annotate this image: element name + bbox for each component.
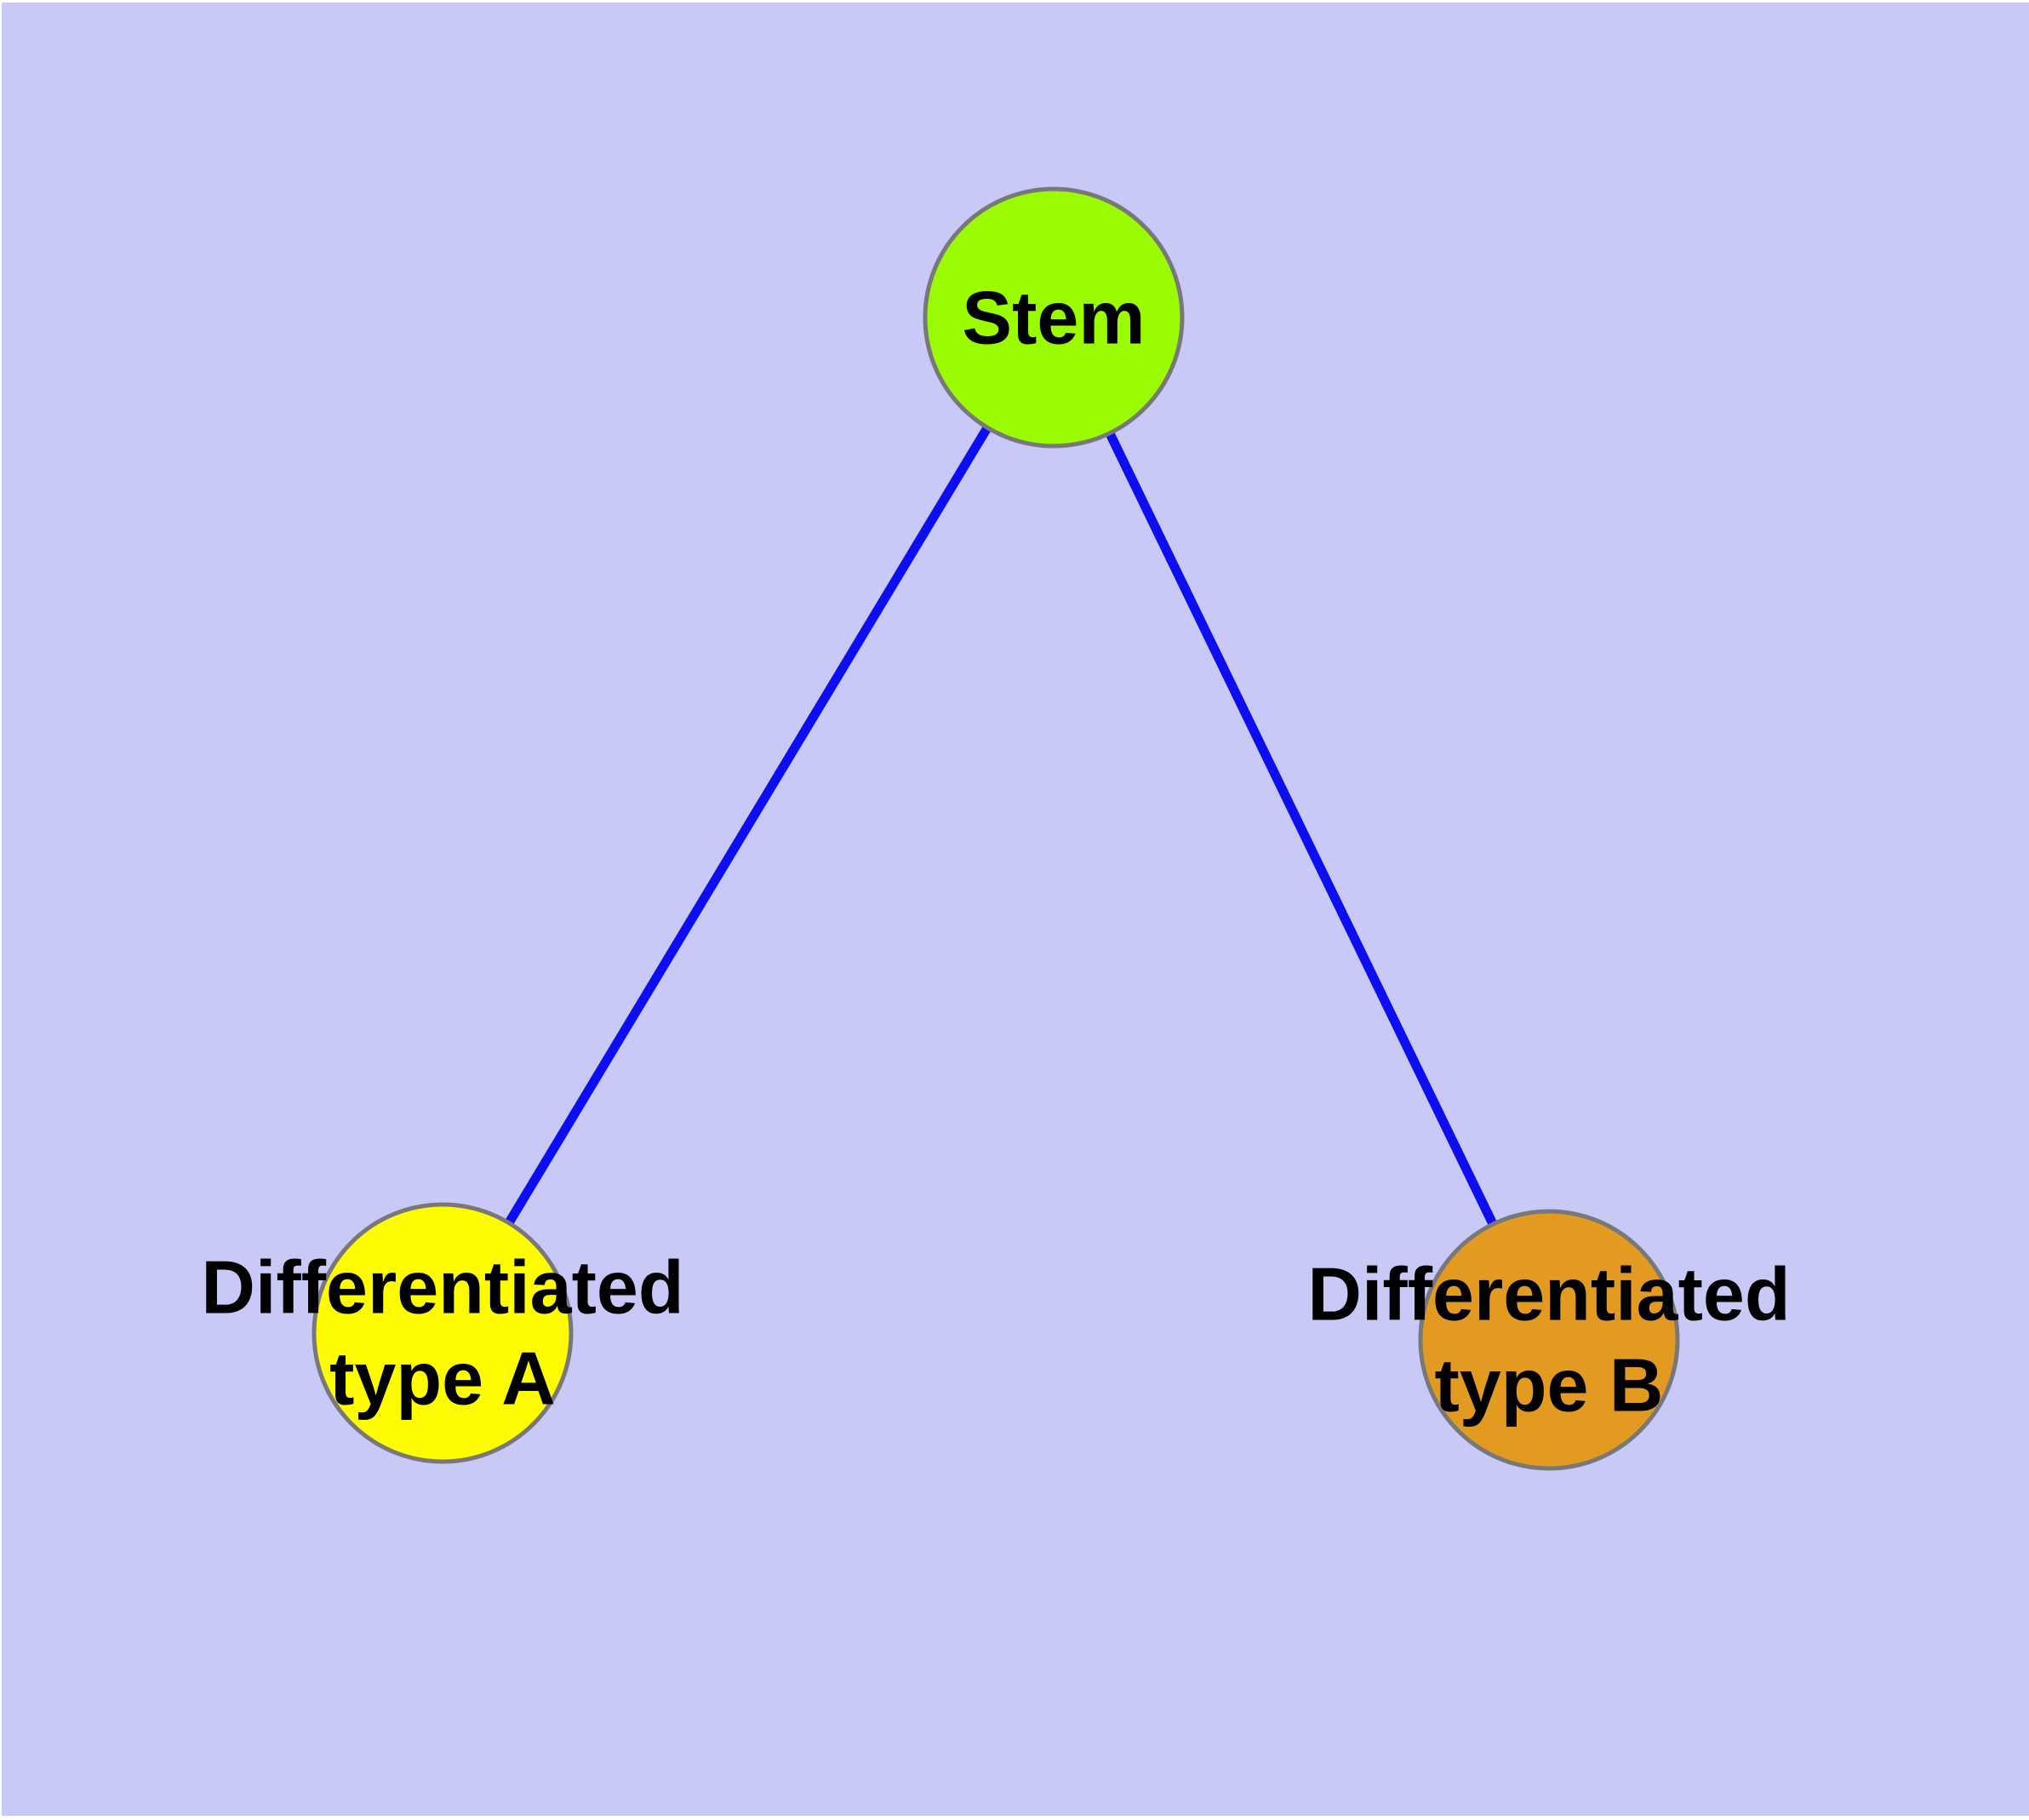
edge-stem-to-differentiated-type-a (438, 315, 1058, 1336)
nodes-layer (311, 186, 1680, 1471)
edges-layer (438, 315, 1553, 1342)
node-stem (923, 186, 1185, 449)
node-differentiated-type-b (1418, 1209, 1680, 1471)
edge-stem-to-differentiated-type-b (1049, 315, 1553, 1342)
node-differentiated-type-a (311, 1202, 574, 1464)
